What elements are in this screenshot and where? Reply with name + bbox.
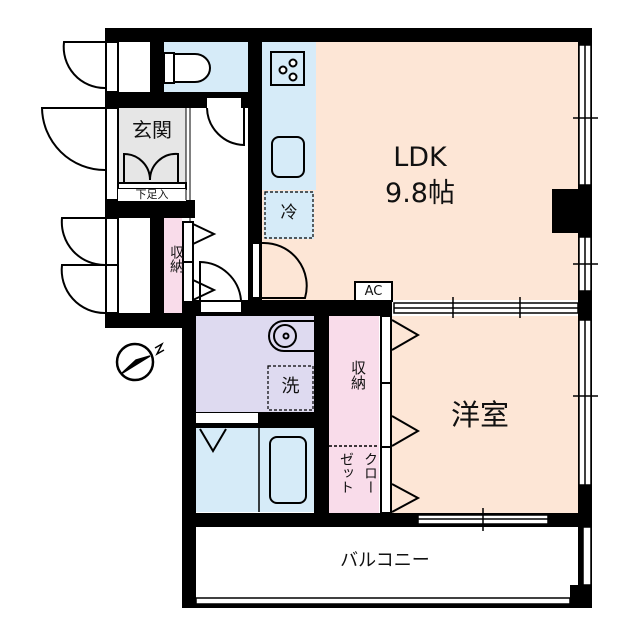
hall-storage-label: 収納	[168, 245, 184, 273]
washing-machine-label: 洗	[281, 376, 300, 397]
ldk-label: LDK	[393, 142, 447, 173]
fridge-box	[264, 191, 314, 239]
stove-icon	[270, 51, 305, 86]
bath-door-icon	[199, 428, 227, 453]
closet-label-line1: クロー	[362, 452, 378, 494]
ac-box	[354, 281, 393, 302]
closet-label-line2: ゼット	[338, 452, 354, 494]
kitchen-sink-icon	[271, 136, 305, 178]
compass-icon	[115, 342, 165, 382]
washroom-floor	[196, 316, 314, 412]
western-room-floor	[390, 316, 578, 513]
entrance-label: 玄関	[132, 118, 172, 142]
entrance-floor	[118, 108, 186, 192]
closet-doors	[380, 315, 421, 514]
western-room-label: 洋室	[450, 398, 509, 432]
balcony-label: バルコニー	[340, 550, 430, 571]
bathtub-icon	[269, 436, 307, 504]
closet-storage-floor	[329, 316, 379, 513]
hall-doors	[182, 98, 308, 312]
washroom-door	[196, 413, 258, 423]
ldk-size: 9.8帖	[385, 178, 455, 209]
closet-storage-label: 収納	[349, 360, 367, 390]
bathroom-floor	[196, 428, 314, 512]
shoe-box-label: 下足入	[135, 188, 169, 201]
hall-storage-floor	[164, 218, 182, 313]
wash-basin-icon	[268, 320, 314, 352]
fridge-label: 冷	[280, 203, 298, 223]
ac-label: AC	[364, 284, 383, 299]
washing-machine-box	[267, 365, 314, 411]
toilet-icon	[163, 52, 211, 84]
fridge-space	[264, 191, 314, 239]
left-exterior-doors	[40, 41, 148, 315]
entrance-fixtures	[117, 108, 191, 300]
windows	[195, 44, 598, 605]
